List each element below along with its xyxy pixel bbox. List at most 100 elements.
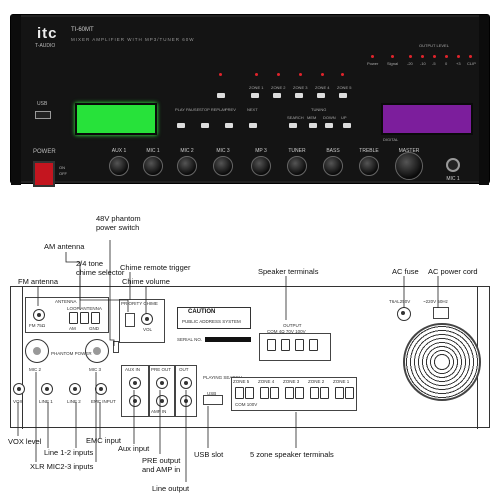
zone-2-button[interactable] [273, 93, 281, 98]
aux-input-jack-r[interactable] [129, 395, 141, 407]
tune-up-button[interactable] [343, 123, 351, 128]
zone-1-led [219, 73, 222, 76]
speaker-terminal-100v[interactable] [309, 339, 318, 351]
treble-knob[interactable] [359, 156, 379, 176]
mic3-volume-knob[interactable] [213, 156, 233, 176]
loop-antenna-label: LOOP ANTENNA [67, 306, 102, 311]
tuner-search-label: SEARCH [287, 115, 304, 120]
zone-2-label: ZONE 2 [308, 379, 325, 384]
amp-input-jack[interactable] [156, 395, 168, 407]
fm-antenna-jack[interactable] [33, 309, 45, 321]
mic1-volume-knob[interactable] [143, 156, 163, 176]
zone-terminal[interactable] [310, 387, 319, 399]
chime-label: PRIORITY CHIME [121, 301, 158, 306]
zone-terminal[interactable] [345, 387, 354, 399]
on-off-labels: ON OFF [59, 165, 67, 177]
zone-3-label: ZONE 3 [293, 85, 308, 90]
front-panel: itc T-AUDIO TI-60MT MIXER AMPLIFIER WITH… [10, 14, 490, 187]
line-output-jack-r[interactable] [180, 395, 192, 407]
power-switch[interactable] [33, 161, 55, 187]
stop-replay-button[interactable] [201, 123, 209, 128]
zone-terminal[interactable] [320, 387, 329, 399]
level-led-clip [469, 55, 472, 58]
tuner-volume-knob[interactable] [287, 156, 307, 176]
next-button[interactable] [249, 123, 257, 128]
tune-down-button[interactable] [325, 123, 333, 128]
line1-input[interactable] [41, 383, 53, 395]
am-antenna-terminal-2[interactable] [80, 312, 89, 324]
speaker-terminal-4ohm[interactable] [281, 339, 290, 351]
level-led-3 [433, 55, 436, 58]
mp3-lcd-display [75, 103, 157, 135]
zone-2-led [255, 73, 258, 76]
emc-input-jack[interactable] [95, 383, 107, 395]
zone-5-label: ZONE 5 [233, 379, 250, 384]
tuner-up-label: UP [341, 115, 347, 120]
play-pause-button[interactable] [177, 123, 185, 128]
zone-3-led [277, 73, 280, 76]
ac-fuse-holder[interactable] [397, 307, 411, 321]
speaker-terminal-70v[interactable] [295, 339, 304, 351]
phantom-power-switch[interactable] [113, 341, 119, 353]
line-output-jack-l[interactable] [180, 377, 192, 389]
level-led-5 [457, 55, 460, 58]
zone-terminal[interactable] [260, 387, 269, 399]
zone-5-button[interactable] [339, 93, 347, 98]
callout-ac-fuse: AC fuse [392, 267, 419, 276]
callout-pre-output: PRE output and AMP in [142, 456, 181, 474]
prev-button[interactable] [225, 123, 233, 128]
xlr-mic2-input[interactable] [25, 339, 49, 363]
callout-emc-input: EMC input [86, 436, 122, 445]
emc-label: EMC INPUT [91, 399, 116, 404]
am-antenna-terminal-1[interactable] [69, 312, 78, 324]
chime-button[interactable] [217, 93, 225, 98]
xlr-mic3-input[interactable] [85, 339, 109, 363]
level-mark: -5 [432, 61, 436, 66]
zone-terminal[interactable] [295, 387, 304, 399]
chime-volume-pot[interactable] [141, 313, 153, 325]
chime-vol-label: VOL [143, 327, 153, 332]
zone-all-led [341, 73, 344, 76]
bass-knob[interactable] [323, 156, 343, 176]
vox-label: VOX [13, 399, 23, 404]
zone-terminal[interactable] [285, 387, 294, 399]
zone-1-label: ZONE 1 [249, 85, 264, 90]
tuner-down-label: DOWN [323, 115, 336, 120]
aux-input-jack-l[interactable] [129, 377, 141, 389]
speaker-terminal-com[interactable] [267, 339, 276, 351]
mem-button[interactable] [309, 123, 317, 128]
zone-4-button[interactable] [317, 93, 325, 98]
level-led-2 [421, 55, 424, 58]
mic2-volume-knob[interactable] [177, 156, 197, 176]
mic1-front-jack[interactable] [446, 158, 460, 172]
chime-tone-selector[interactable] [125, 313, 135, 327]
zone-3-button[interactable] [295, 93, 303, 98]
mp3-next-label: NEXT [247, 107, 258, 112]
master-volume-knob[interactable] [395, 152, 423, 180]
aux1-volume-knob[interactable] [109, 156, 129, 176]
zone-terminal[interactable] [270, 387, 279, 399]
mp3-volume-knob[interactable] [251, 156, 271, 176]
callout-xlr-inputs: XLR MIC2-3 inputs [30, 462, 94, 471]
line2-input[interactable] [69, 383, 81, 395]
playing-search-label: PLAYING SEARCH [203, 375, 243, 380]
on-label: ON [59, 165, 65, 170]
knob-label-bass: BASS [326, 148, 340, 154]
zone-terms-label: COM 100V [235, 402, 258, 407]
off-label: OFF [59, 171, 67, 176]
mic2-label: MIC 2 [29, 367, 42, 372]
am-antenna-terminal-gnd[interactable] [91, 312, 100, 324]
search-button[interactable] [289, 123, 297, 128]
zone-terminal[interactable] [245, 387, 254, 399]
callout-aux-input: Aux input [118, 444, 150, 453]
product-tagline: MIXER AMPLIFIER WITH MP3/TUNER 60W [71, 37, 195, 42]
zone-terminal[interactable] [235, 387, 244, 399]
front-usb-port[interactable] [35, 111, 51, 119]
rear-usb-slot[interactable] [203, 395, 223, 405]
knob-label-aux1: AUX 1 [111, 148, 127, 154]
zone-terminal[interactable] [335, 387, 344, 399]
right-rack-ear [479, 15, 489, 185]
vox-level-pot[interactable] [13, 383, 25, 395]
zone-1-button[interactable] [251, 93, 259, 98]
pre-output-jack[interactable] [156, 377, 168, 389]
